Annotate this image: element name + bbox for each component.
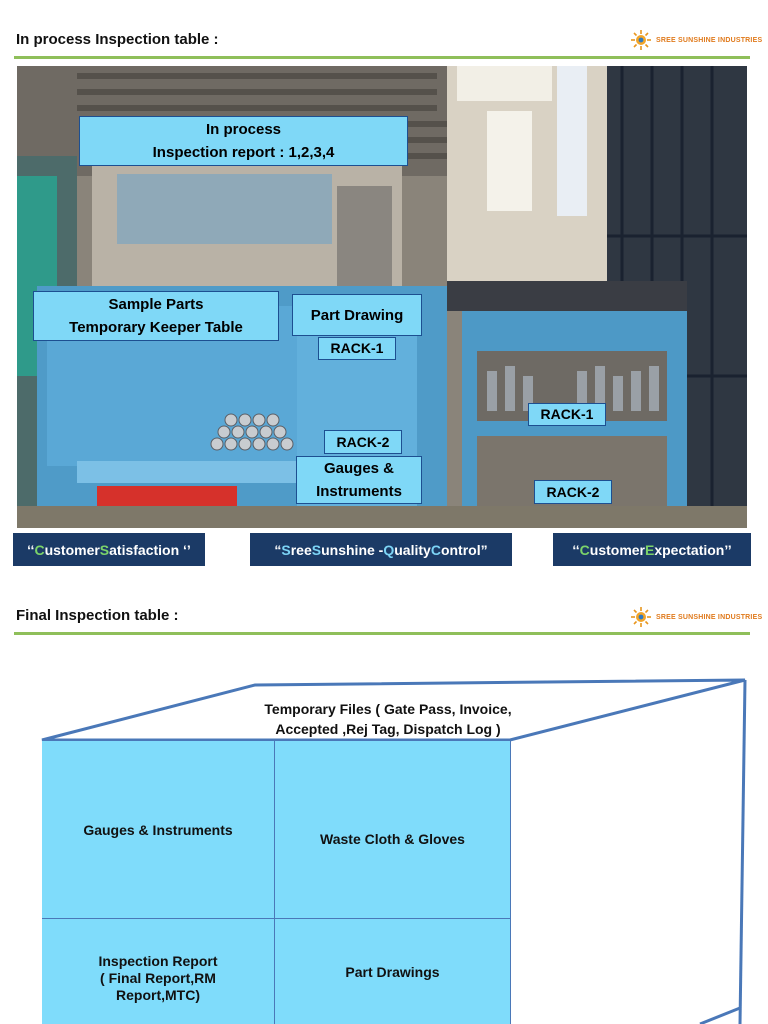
banner2-letter2: S	[311, 541, 322, 558]
cell-waste-cloth-gloves: Waste Cloth & Gloves	[275, 741, 510, 918]
banner2-letter1: S	[281, 541, 291, 558]
sample-parts-line1: Sample Parts	[108, 296, 204, 313]
inprocess-report-line1: In process	[205, 121, 282, 138]
section2-title: Final Inspection table :	[16, 607, 179, 624]
banner2-letter3: Q	[383, 541, 395, 558]
rack2-right-label: RACK-2	[534, 480, 612, 504]
banner1-letter1: C	[34, 541, 45, 558]
banner2-text4: ontrol”	[440, 541, 488, 558]
cell-part-drawings: Part Drawings	[275, 919, 510, 1024]
gauges-instruments-label: Gauges & Instruments	[296, 456, 422, 504]
banner3-letter2: E	[645, 541, 655, 558]
banner3-letter1: C	[579, 541, 590, 558]
banner3-quote: ‘‘	[572, 541, 580, 558]
rack2-left-label: RACK-2	[324, 430, 402, 454]
cell-inspection-report-line2: ( Final Report,RM	[100, 970, 216, 986]
banner1-text2: atisfaction ‘’	[109, 541, 191, 558]
sun-logo-icon	[631, 30, 651, 50]
inprocess-report-line2: Inspection report : 1,2,3,4	[152, 144, 335, 161]
temporary-files-line2: Accepted ,Rej Tag, Dispatch Log )	[275, 721, 501, 737]
cell-divider-vertical	[274, 741, 275, 1024]
inprocess-report-label: In process Inspection report : 1,2,3,4	[79, 116, 408, 166]
temporary-files-line1: Temporary Files ( Gate Pass, Invoice,	[264, 701, 512, 717]
sample-parts-label: Sample Parts Temporary Keeper Table	[33, 291, 279, 341]
temporary-files-label: Temporary Files ( Gate Pass, Invoice, Ac…	[210, 699, 566, 739]
banner2-quote: “	[274, 541, 282, 558]
part-drawing-label: Part Drawing	[292, 294, 422, 336]
cell-gauges-instruments: Gauges & Instruments	[42, 741, 274, 918]
banner2-text3: uality	[394, 541, 431, 558]
rack1-right-label: RACK-1	[528, 403, 606, 426]
banner2-text2: unshine -	[321, 541, 384, 558]
rack1-left-label: RACK-1	[318, 337, 396, 360]
section1-title: In process Inspection table :	[16, 31, 219, 48]
banner1-text1: ustomer	[44, 541, 100, 558]
cell-divider-horizontal	[42, 918, 510, 919]
section1-rule	[14, 56, 750, 59]
cell-inspection-report: Inspection Report ( Final Report,RM Repo…	[42, 919, 274, 1024]
section2-rule	[14, 632, 750, 635]
banner1-letter2: S	[99, 541, 110, 558]
banner2-text1: ree	[290, 541, 312, 558]
sun-logo-icon	[631, 607, 651, 627]
final-table-box-outline	[41, 678, 747, 1024]
banner3-text2: xpectation’’	[654, 541, 732, 558]
logo-text: SREE SUNSHINE INDUSTRIES	[656, 36, 763, 44]
gauges-line1: Gauges &	[323, 460, 395, 477]
company-logo: SREE SUNSHINE INDUSTRIES	[630, 29, 762, 51]
cell-inspection-report-line1: Inspection Report	[98, 953, 218, 969]
company-logo-2: SREE SUNSHINE INDUSTRIES	[630, 606, 762, 628]
sample-parts-line2: Temporary Keeper Table	[69, 319, 243, 336]
logo-text-2: SREE SUNSHINE INDUSTRIES	[656, 613, 763, 621]
gauges-line2: Instruments	[316, 483, 402, 500]
banner1-quote: ‘‘	[27, 541, 35, 558]
banner2-letter4: C	[430, 541, 441, 558]
banner3-text1: ustomer	[589, 541, 645, 558]
cell-inspection-report-line3: Report,MTC)	[116, 987, 200, 1003]
